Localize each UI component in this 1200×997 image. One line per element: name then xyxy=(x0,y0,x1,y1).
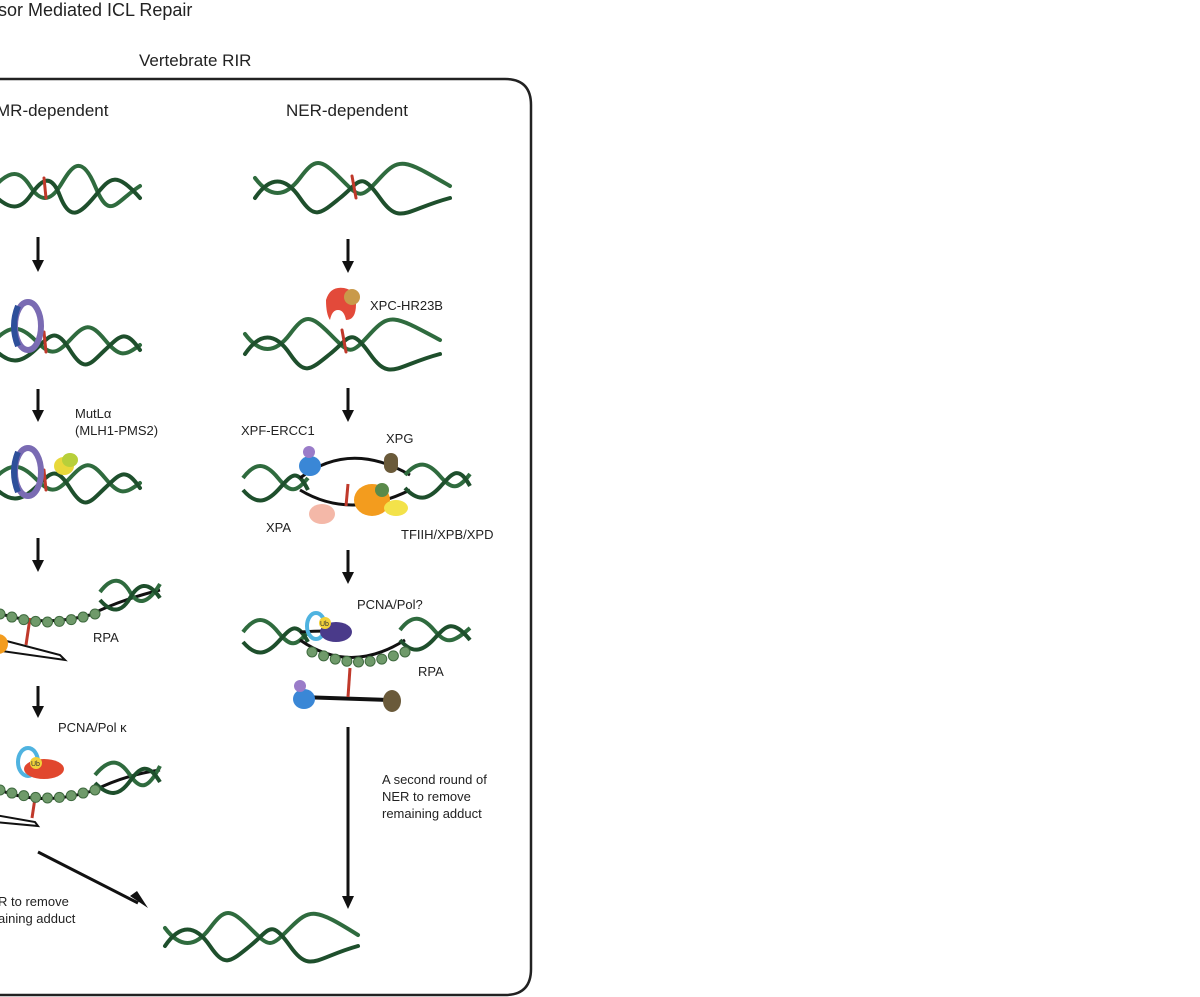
right-note-line2: NER to remove xyxy=(382,789,471,804)
rpa-bead xyxy=(77,611,89,623)
rpa-bead xyxy=(376,653,388,665)
rpa-bead xyxy=(353,656,364,668)
rpa-bead xyxy=(53,615,65,627)
left-pcna-pol: Ub xyxy=(0,746,162,828)
ub-tag-right: Ub xyxy=(320,621,329,628)
rpa-bead xyxy=(341,655,353,667)
xpf-label: XPF-ERCC1 xyxy=(241,423,315,438)
left-note-line1: R to remove xyxy=(0,894,69,909)
helix-right-2 xyxy=(243,317,442,372)
right-note-line3: remaining adduct xyxy=(382,806,482,821)
rpa-beads-left-a xyxy=(0,608,101,628)
helix-left-1 xyxy=(0,163,142,215)
ub-tag-left: Ub xyxy=(31,761,40,768)
rpa-bead xyxy=(18,790,30,802)
rpa-beads-right xyxy=(306,646,411,668)
xpa-label: XPA xyxy=(266,520,292,535)
rpa-bead xyxy=(42,792,53,804)
rpa-bead xyxy=(42,616,53,628)
right-pcna-pol: Ub xyxy=(241,611,472,712)
rpa-bead xyxy=(6,787,18,799)
figure-title: sor Mediated ICL Repair xyxy=(0,0,193,20)
panel-frame xyxy=(0,77,533,997)
mutl-complex-icon xyxy=(11,445,78,499)
pcna-pol-label: PCNA/Pol? xyxy=(357,597,423,612)
mutl-label: MutLα xyxy=(75,406,112,421)
rpa-bead xyxy=(65,790,77,802)
rpa-left-label: RPA xyxy=(93,630,119,645)
xpc-label: XPC-HR23B xyxy=(370,298,443,313)
rpa-bead xyxy=(30,791,42,803)
helix-left-2 xyxy=(0,325,142,367)
rpa-bead xyxy=(399,646,411,658)
rpa-bead xyxy=(65,614,77,626)
rpa-bead xyxy=(318,650,330,662)
rpa-bead xyxy=(89,784,101,796)
rpa-bead xyxy=(53,791,65,803)
pcna-pol-k-label: PCNA/Pol κ xyxy=(58,720,127,735)
mmr-clamp-icon xyxy=(11,299,44,353)
rpa-bead xyxy=(77,787,89,799)
right-arrows xyxy=(342,239,354,909)
tfiih-label: TFIIH/XPB/XPD xyxy=(401,527,494,542)
rpa-bead xyxy=(306,646,318,658)
dna-helices xyxy=(0,161,452,964)
panel-title: Vertebrate RIR xyxy=(139,51,252,70)
right-column-title: NER-dependent xyxy=(286,101,408,120)
rpa-bead xyxy=(329,653,341,665)
left-arrows xyxy=(32,237,148,908)
rpa-bead xyxy=(0,784,6,796)
helix-right-1 xyxy=(253,161,452,216)
rpa-bead xyxy=(364,655,376,667)
xpc-hr23b-icon xyxy=(326,287,360,320)
rpa-bead xyxy=(0,608,6,620)
rpa-bead xyxy=(30,615,42,627)
helix-final xyxy=(163,911,360,964)
right-note-line1: A second round of xyxy=(382,772,487,787)
left-column-title: MR-dependent xyxy=(0,101,109,120)
rpa-bead xyxy=(18,614,30,626)
rpa-bead xyxy=(89,608,101,620)
rpa-beads-left-b xyxy=(0,784,101,804)
mutl-sub-label: (MLH1-PMS2) xyxy=(75,423,159,438)
xpg-label: XPG xyxy=(386,431,414,446)
left-note-line2: aining adduct xyxy=(0,911,76,926)
ner-bubble xyxy=(241,446,472,524)
rpa-bead xyxy=(387,650,399,662)
rpa-bead xyxy=(6,611,18,623)
rpa-right-label: RPA xyxy=(418,664,444,679)
